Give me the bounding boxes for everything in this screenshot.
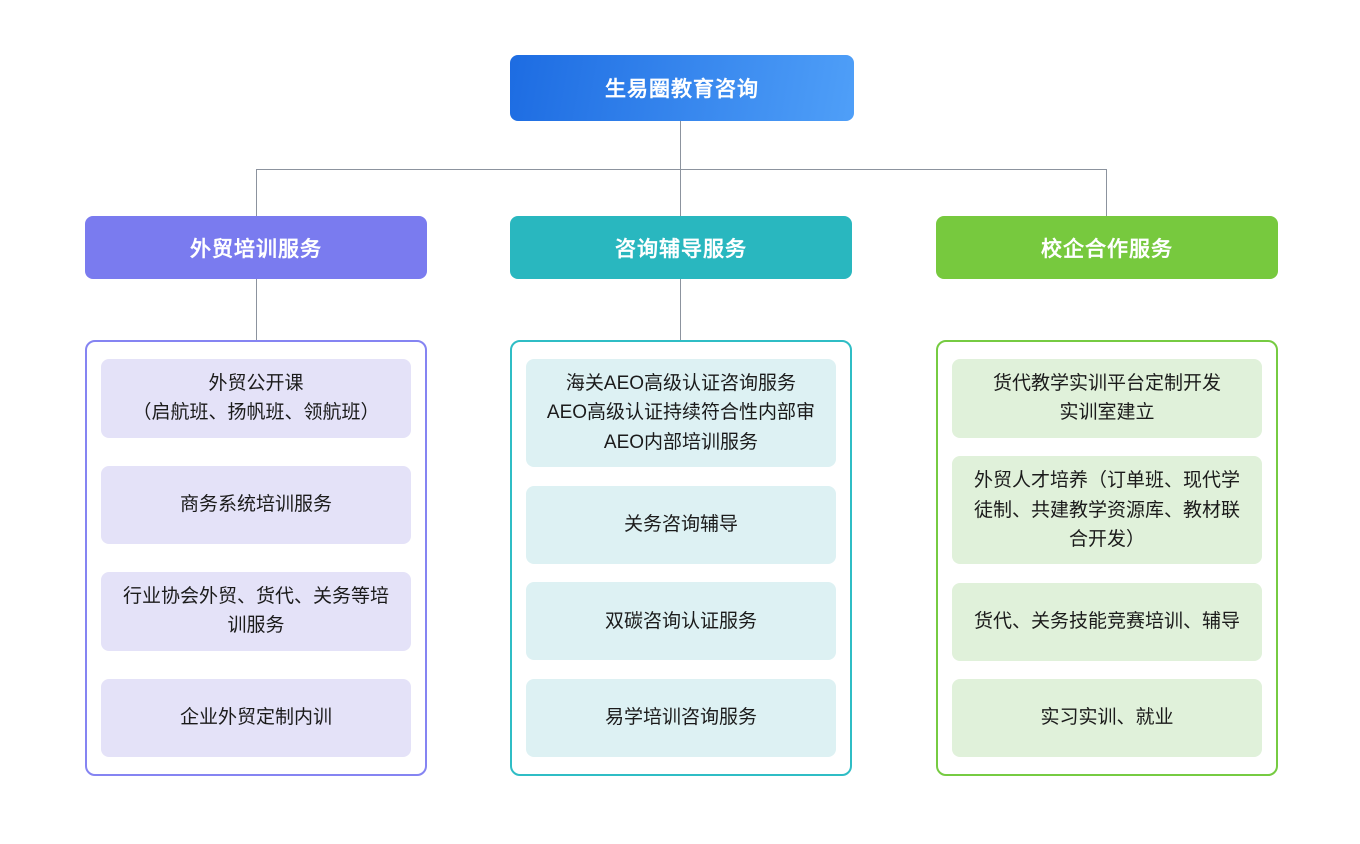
root-node-label: 生易圈教育咨询 <box>605 78 759 101</box>
leaf-item: 外贸公开课 （启航班、扬帆班、领航班） <box>101 359 411 438</box>
branch-header-school-enterprise: 校企合作服务 <box>936 216 1278 279</box>
leaf-item: 外贸人才培养（订单班、现代学徒制、共建教学资源库、教材联合开发） <box>952 456 1262 565</box>
branch-panel-consulting-coaching: 海关AEO高级认证咨询服务 AEO高级认证持续符合性内部审 AEO内部培训服务 … <box>510 340 852 776</box>
leaf-item: 关务咨询辅导 <box>526 485 836 564</box>
connector-drop-right <box>1106 169 1107 216</box>
leaf-item: 实习实训、就业 <box>952 678 1262 757</box>
branch-panel-foreign-trade-training: 外贸公开课 （启航班、扬帆班、领航班） 商务系统培训服务 行业协会外贸、货代、关… <box>85 340 427 776</box>
branch-header-label: 校企合作服务 <box>1041 237 1173 261</box>
leaf-item: 双碳咨询认证服务 <box>526 582 836 661</box>
branch-header-foreign-trade-training: 外贸培训服务 <box>85 216 427 279</box>
connector-horizontal <box>256 169 1107 170</box>
root-node: 生易圈教育咨询 <box>510 55 854 121</box>
leaf-item: 企业外贸定制内训 <box>101 678 411 757</box>
connector-drop-left <box>256 169 257 216</box>
branch-header-consulting-coaching: 咨询辅导服务 <box>510 216 852 279</box>
leaf-item: 商务系统培训服务 <box>101 465 411 544</box>
branch-header-label: 咨询辅导服务 <box>615 237 747 261</box>
leaf-item: 行业协会外贸、货代、关务等培训服务 <box>101 572 411 651</box>
leaf-item: 货代教学实训平台定制开发 实训室建立 <box>952 359 1262 438</box>
leaf-item: 货代、关务技能竞赛培训、辅导 <box>952 582 1262 661</box>
connector-drop-center <box>680 169 681 216</box>
leaf-item: 易学培训咨询服务 <box>526 679 836 757</box>
connector-header-panel-center <box>680 279 681 340</box>
leaf-item: 海关AEO高级认证咨询服务 AEO高级认证持续符合性内部审 AEO内部培训服务 <box>526 359 836 468</box>
connector-root-stem <box>680 121 681 169</box>
branch-header-label: 外贸培训服务 <box>190 237 322 261</box>
branch-panel-school-enterprise: 货代教学实训平台定制开发 实训室建立 外贸人才培养（订单班、现代学徒制、共建教学… <box>936 340 1278 776</box>
connector-header-panel-left <box>256 279 257 340</box>
